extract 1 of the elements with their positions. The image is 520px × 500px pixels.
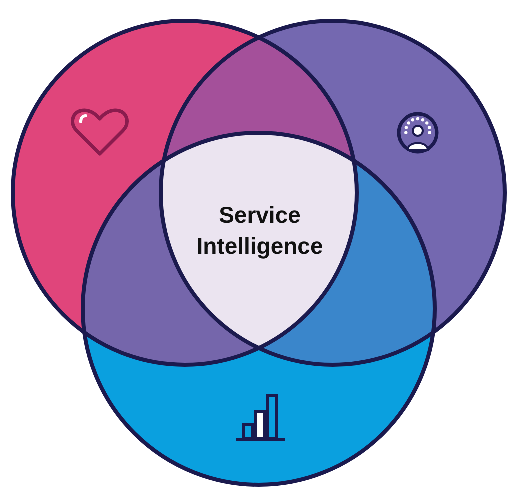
- center-label: Service Intelligence: [196, 201, 324, 261]
